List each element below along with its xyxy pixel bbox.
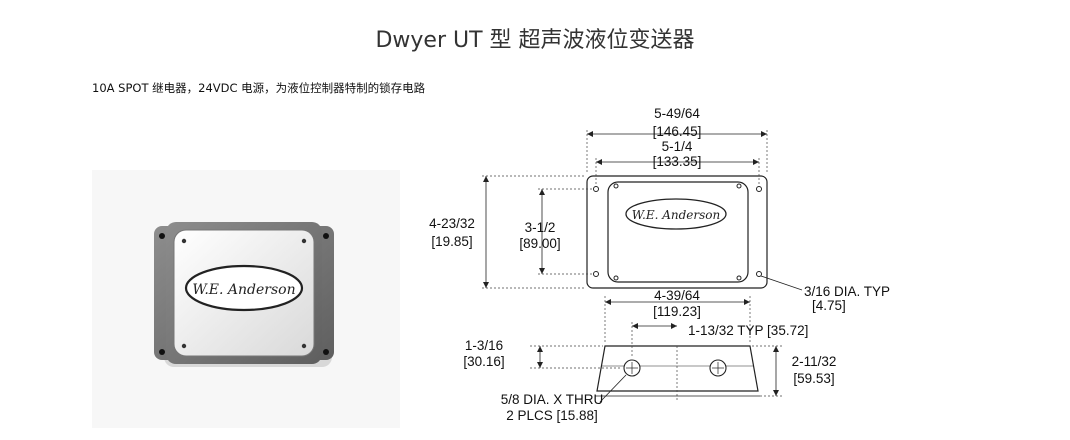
hole-height-mm: [89.00] bbox=[519, 236, 560, 251]
conduit-hole-line2: 2 PLCS [15.88] bbox=[506, 408, 598, 423]
top-view: W.E. Anderson 5-49/64 [146.45] 5-1/4 [13… bbox=[429, 106, 890, 313]
mount-hole-frac: 3/16 DIA. TYP bbox=[804, 284, 890, 299]
mount-hole-mm: [4.75] bbox=[812, 298, 846, 313]
side-view: 4-39/64 [119.23] 1-13/32 TYP [35.72] 1-3… bbox=[463, 288, 836, 423]
hole-offset-label: 1-13/32 TYP [35.72] bbox=[688, 323, 808, 338]
hole-height-frac: 3-1/2 bbox=[525, 220, 556, 235]
overall-width-mm: [146.45] bbox=[653, 124, 702, 139]
hole-width-mm: [133.35] bbox=[653, 154, 702, 169]
overall-height-frac: 4-23/32 bbox=[429, 216, 475, 231]
overall-width-frac: 5-49/64 bbox=[654, 106, 700, 121]
hole-height-side-frac: 1-3/16 bbox=[465, 338, 503, 353]
product-logo: W.E. Anderson bbox=[192, 282, 295, 298]
enclosure-image: W.E. Anderson bbox=[154, 222, 334, 367]
side-width-frac: 4-39/64 bbox=[654, 288, 700, 303]
page-subtitle: 10A SPOT 继电器，24VDC 电源，为液位控制器特制的锁存电路 bbox=[92, 81, 426, 95]
product-photo: W.E. Anderson bbox=[92, 170, 400, 428]
dimension-drawing: W.E. Anderson 5-49/64 [146.45] 5-1/4 [13… bbox=[429, 106, 890, 423]
hole-height-side-mm: [30.16] bbox=[463, 354, 504, 369]
side-height-mm: [59.53] bbox=[793, 371, 834, 386]
side-width-mm: [119.23] bbox=[653, 304, 701, 319]
page-title: Dwyer UT 型 超声波液位变送器 bbox=[375, 28, 695, 53]
side-height-frac: 2-11/32 bbox=[792, 354, 837, 369]
overall-height-mm: [19.85] bbox=[431, 234, 472, 249]
drawing-logo: W.E. Anderson bbox=[632, 208, 720, 222]
conduit-hole-line1: 5/8 DIA. X THRU bbox=[501, 392, 604, 407]
hole-width-frac: 5-1/4 bbox=[662, 139, 693, 154]
